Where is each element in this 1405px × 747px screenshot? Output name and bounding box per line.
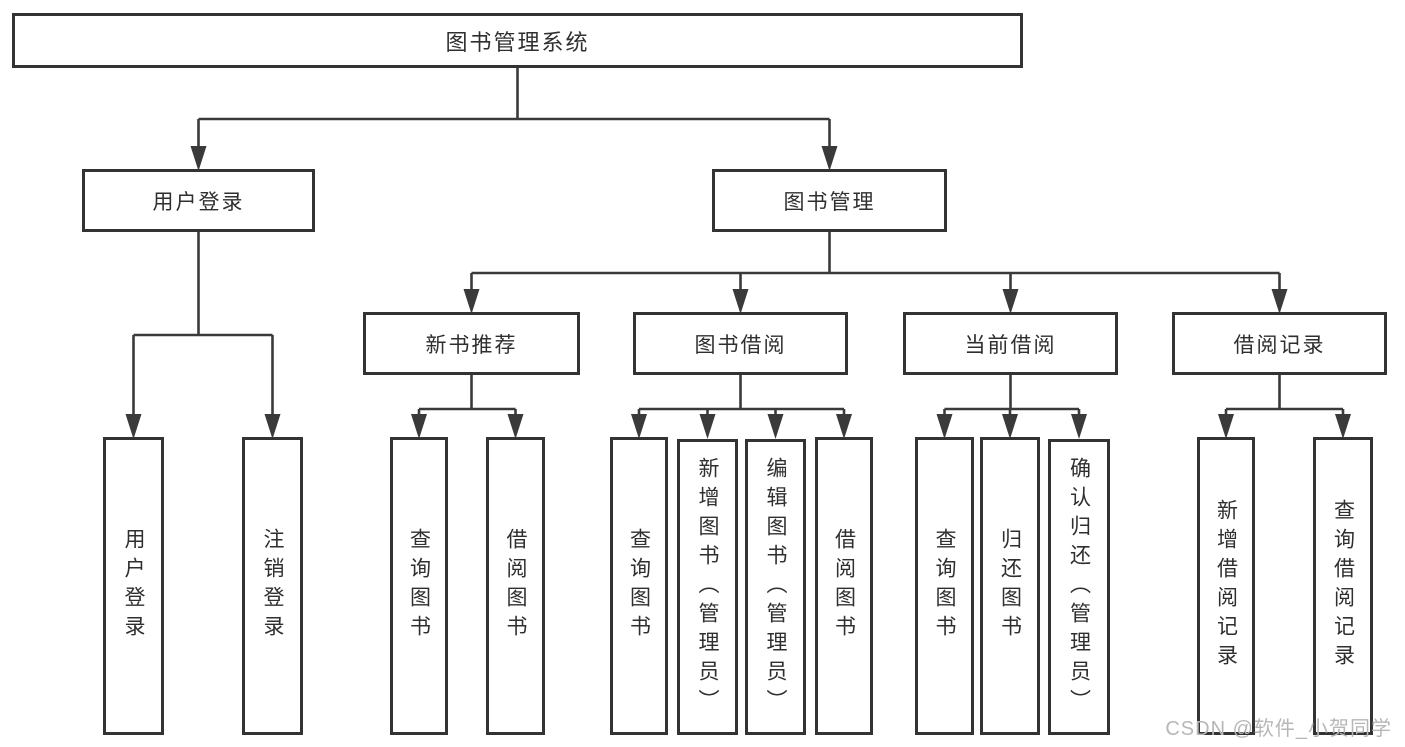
leaf-query-borrow-record: 查询借阅记录 bbox=[1313, 437, 1373, 735]
leaf-edit-books-admin: 编辑图书（管理员） bbox=[745, 439, 806, 735]
node-label: 编辑图书（管理员） bbox=[764, 456, 787, 718]
node-label: 注销登录 bbox=[261, 528, 284, 644]
leaf-add-borrow-record: 新增借阅记录 bbox=[1197, 437, 1255, 735]
node-label: 新书推荐 bbox=[425, 333, 518, 357]
leaf-query-books-3: 查询图书 bbox=[915, 437, 974, 735]
node-label: 图书管理 bbox=[783, 190, 876, 214]
leaf-user-login: 用户登录 bbox=[103, 437, 164, 735]
node-current-borrowing: 当前借阅 bbox=[903, 312, 1118, 375]
node-label: 归还图书 bbox=[998, 528, 1022, 644]
node-label: 查询图书 bbox=[933, 528, 956, 644]
node-label: 图书借阅 bbox=[694, 333, 787, 357]
leaf-query-books-1: 查询图书 bbox=[390, 437, 448, 735]
node-label: 借阅图书 bbox=[832, 528, 856, 644]
leaf-add-books-admin: 新增图书（管理员） bbox=[677, 439, 738, 735]
node-book-management: 图书管理 bbox=[712, 169, 947, 232]
node-label: 查询图书 bbox=[627, 528, 651, 644]
csdn-watermark: CSDN @软件_小贺同学 bbox=[1165, 718, 1392, 740]
node-label: 确认归还（管理员） bbox=[1067, 456, 1091, 718]
leaf-borrow-books-2: 借阅图书 bbox=[815, 437, 873, 735]
node-new-book-recommendation: 新书推荐 bbox=[363, 312, 580, 375]
node-label: 查询图书 bbox=[407, 528, 431, 644]
node-borrowing-records: 借阅记录 bbox=[1172, 312, 1387, 375]
node-label: 用户登录 bbox=[122, 528, 145, 644]
node-label: 图书管理系统 bbox=[445, 29, 590, 55]
node-label: 当前借阅 bbox=[964, 333, 1057, 357]
node-label: 借阅记录 bbox=[1233, 333, 1326, 357]
node-label: 借阅图书 bbox=[504, 528, 527, 644]
leaf-logout: 注销登录 bbox=[242, 437, 303, 735]
leaf-confirm-return-admin: 确认归还（管理员） bbox=[1048, 439, 1110, 735]
node-user-login: 用户登录 bbox=[82, 169, 315, 232]
leaf-return-books: 归还图书 bbox=[980, 437, 1040, 735]
node-label: 查询借阅记录 bbox=[1331, 499, 1355, 673]
node-label: 新增借阅记录 bbox=[1214, 499, 1238, 673]
leaf-query-books-2: 查询图书 bbox=[610, 437, 668, 735]
leaf-borrow-books-1: 借阅图书 bbox=[486, 437, 545, 735]
node-label: 新增图书（管理员） bbox=[696, 456, 719, 718]
node-book-borrowing: 图书借阅 bbox=[633, 312, 848, 375]
node-library-management-system: 图书管理系统 bbox=[12, 13, 1023, 68]
node-label: 用户登录 bbox=[152, 190, 245, 214]
